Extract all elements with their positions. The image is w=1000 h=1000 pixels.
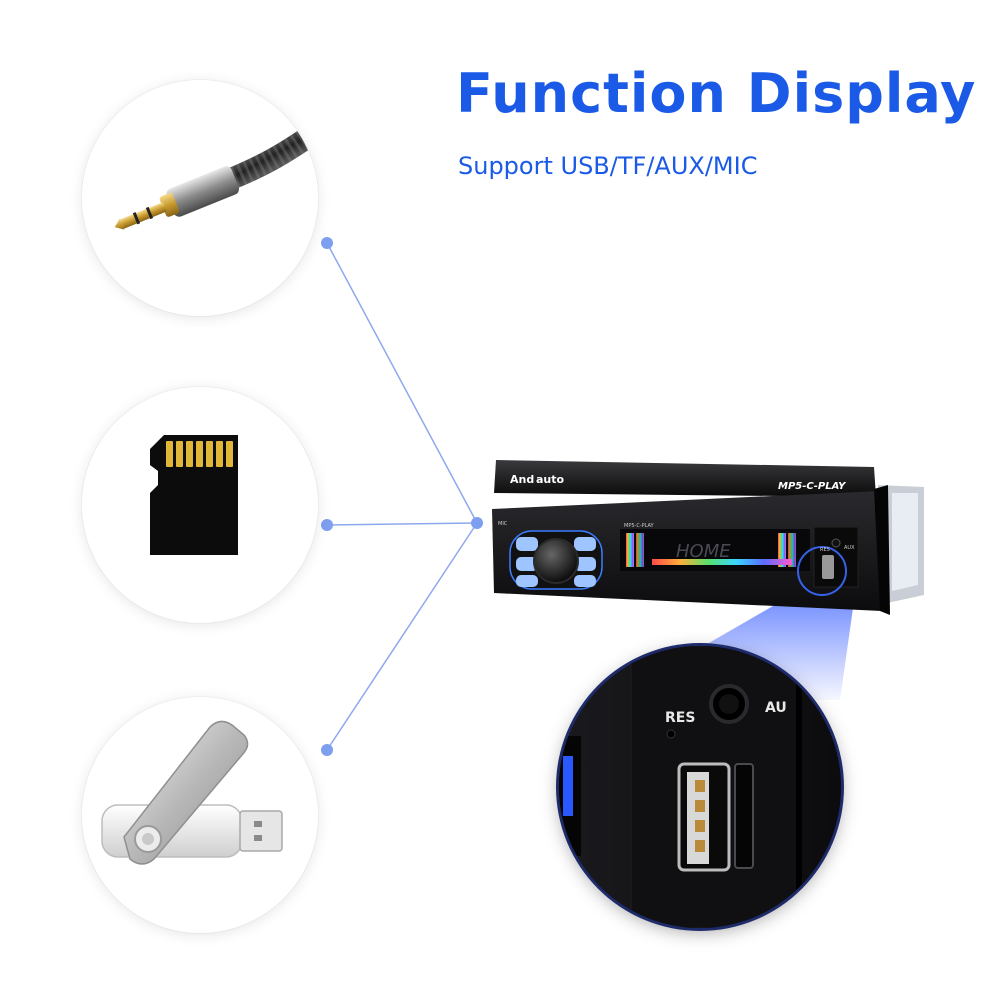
connector-dot-hub [471, 517, 483, 529]
connector-line-tf [326, 522, 478, 526]
connector-dot-usb [321, 744, 333, 756]
port-zoom: RES AU [559, 646, 841, 928]
usb-circle [82, 697, 318, 933]
page-title: Function Display [456, 62, 977, 125]
model-label: MP5-C-PLAY [778, 481, 847, 492]
connector-line-aux [326, 242, 478, 524]
brand-label: And [510, 473, 534, 486]
page-subtitle: Support USB/TF/AUX/MIC [458, 152, 758, 180]
connector-line-usb [326, 522, 478, 751]
res-label: RES [820, 547, 830, 553]
aux-circle [82, 80, 318, 316]
screen-label: MP5-C-PLAY [624, 523, 655, 529]
zoom-aux-label: AU [765, 700, 787, 716]
connector-dot-tf [321, 519, 333, 531]
aux-label: AUX [844, 545, 855, 551]
mic-label: MIC [498, 521, 508, 527]
car-stereo: And auto MP5-C-PLAY MP5-C-PLAY HOME RES … [488, 445, 928, 620]
aux-cable-icon [114, 120, 318, 230]
microsd-card-icon [150, 435, 238, 555]
usb-flash-drive-icon [101, 720, 283, 865]
tf-circle [82, 387, 318, 623]
connector-dot-aux [321, 237, 333, 249]
zoom-res-label: RES [665, 710, 695, 726]
brand-suffix: auto [536, 473, 565, 486]
display-text: HOME [676, 541, 731, 562]
